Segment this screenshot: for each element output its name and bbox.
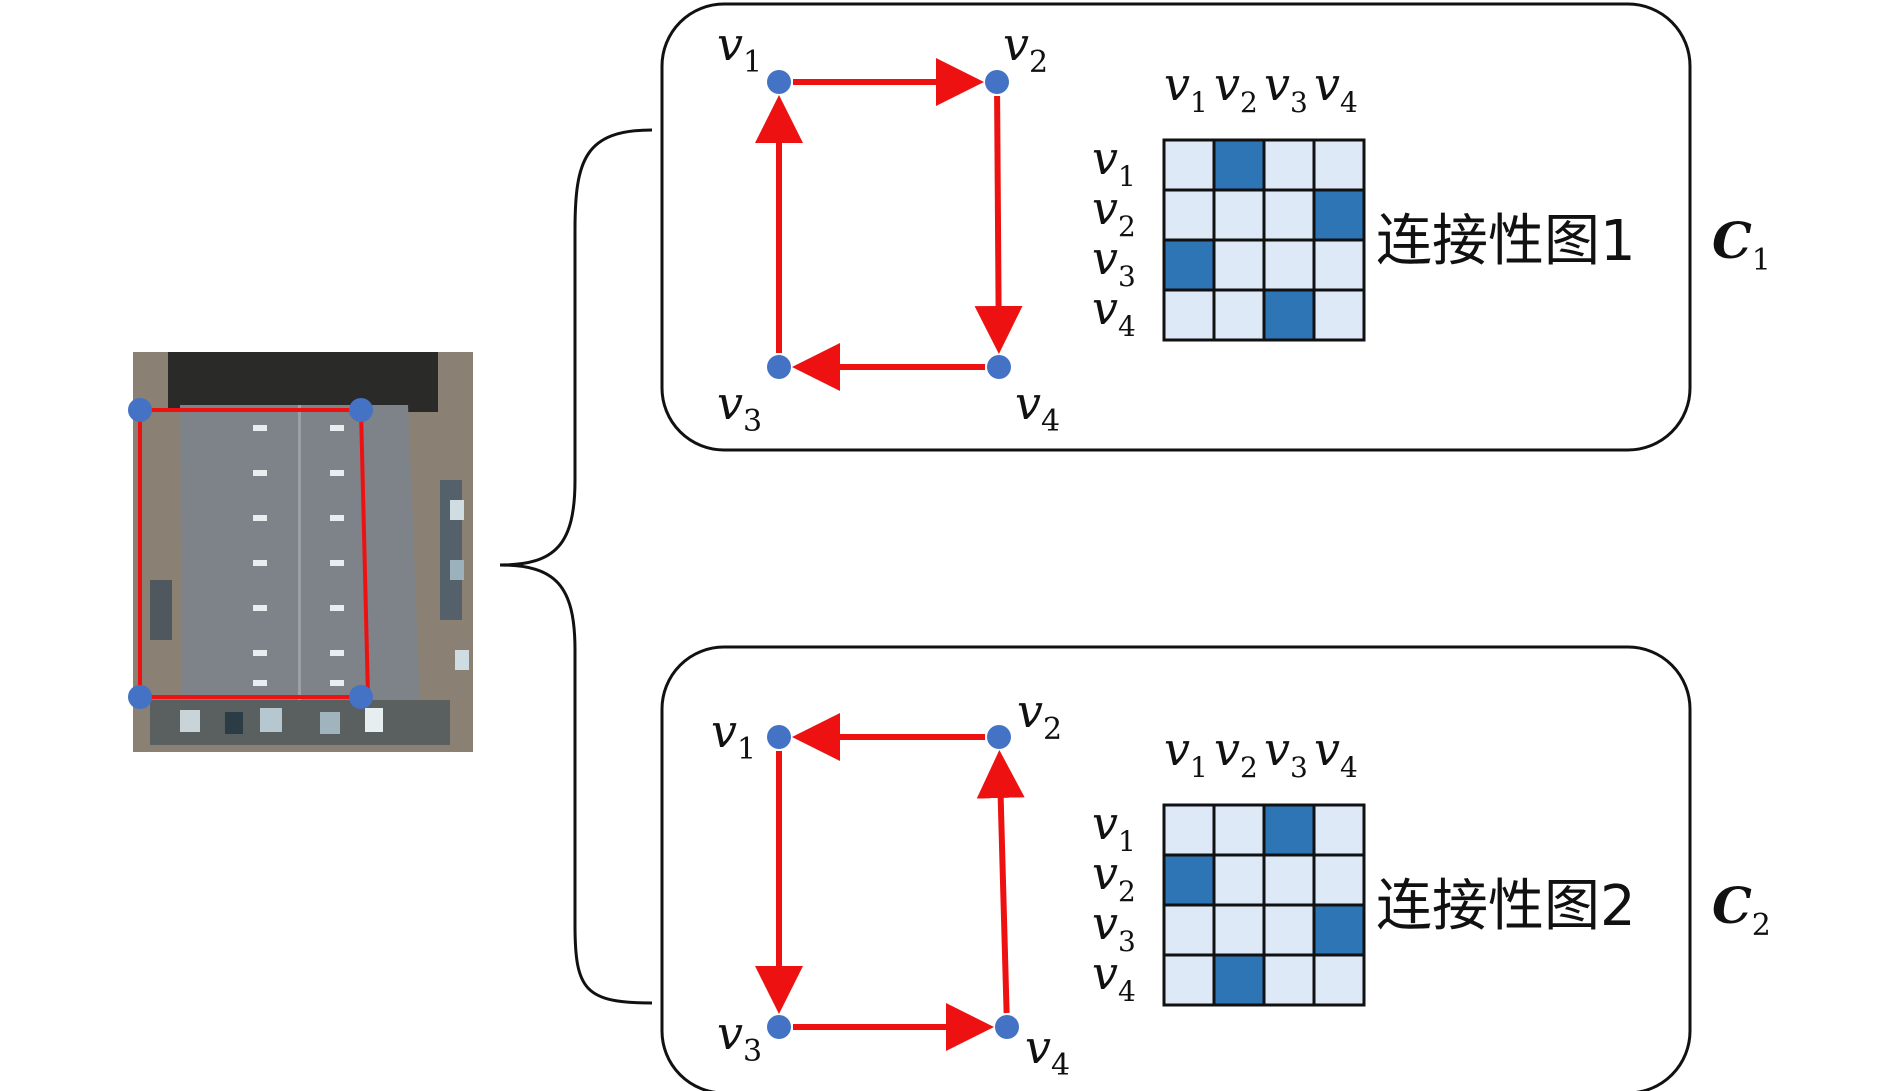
node-v1	[767, 725, 791, 749]
photo-corner-v1	[128, 398, 152, 422]
matrix-cell-1-1	[1162, 138, 1216, 192]
matrix-cell-1-3	[1262, 138, 1316, 192]
matrix-cell-1-4	[1312, 803, 1366, 857]
matrix-cell-3-3	[1262, 238, 1316, 292]
matrix-cell-4-4	[1312, 953, 1366, 1007]
matrix-cell-2-2	[1212, 853, 1266, 907]
roof-skylights	[253, 425, 344, 686]
matrix-cell-2-1	[1162, 853, 1216, 907]
graph-symbol: C2	[1712, 876, 1771, 943]
node-label-v3: v3	[717, 1006, 762, 1069]
matrix-cell-2-4	[1312, 853, 1366, 907]
photo-corner-v3	[128, 685, 152, 709]
matrix-cell-2-1	[1162, 188, 1216, 242]
matrix-col-label-v4: v4	[1314, 722, 1358, 784]
matrix-col-label-v1: v1	[1164, 722, 1208, 784]
matrix-row-label-v2: v2	[1092, 846, 1136, 908]
matrix-cell-1-2	[1212, 138, 1266, 192]
matrix-cell-4-1	[1162, 288, 1216, 342]
matrix-cell-4-2	[1212, 953, 1266, 1007]
photo-corner-v4	[349, 685, 373, 709]
matrix-col-label-v3: v3	[1264, 57, 1308, 119]
matrix-cell-1-3	[1262, 803, 1316, 857]
aerial-photo	[128, 352, 473, 752]
matrix-col-label-v4: v4	[1314, 57, 1358, 119]
matrix-cell-3-1	[1162, 238, 1216, 292]
node-label-v4: v4	[1015, 376, 1060, 439]
matrix-cell-2-2	[1212, 188, 1266, 242]
edge-v4-v2	[976, 749, 1025, 1014]
node-v1	[767, 70, 791, 94]
roof-seam	[298, 405, 301, 700]
parked-cars	[150, 480, 469, 745]
photo-shadow	[168, 352, 438, 412]
node-v2	[987, 725, 1011, 749]
matrix-row-label-v3: v3	[1092, 231, 1136, 293]
matrix-cell-3-3	[1262, 903, 1316, 957]
matrix-cell-2-3	[1262, 188, 1316, 242]
matrix-col-label-v1: v1	[1164, 57, 1208, 119]
node-v4	[995, 1015, 1019, 1039]
matrix-cell-4-1	[1162, 953, 1216, 1007]
graph-caption: 连接性图1	[1376, 209, 1636, 274]
matrix-cell-1-1	[1162, 803, 1216, 857]
panel-frame	[660, 2, 1692, 452]
matrix-cell-3-4	[1312, 238, 1366, 292]
matrix-row-label-v3: v3	[1092, 896, 1136, 958]
matrix-cell-2-4	[1312, 188, 1366, 242]
matrix-row-label-v4: v4	[1092, 946, 1136, 1008]
matrix-cell-1-2	[1212, 803, 1266, 857]
matrix-cell-1-4	[1312, 138, 1366, 192]
matrix-row-label-v1: v1	[1092, 131, 1136, 193]
matrix-cell-2-3	[1262, 853, 1316, 907]
matrix-cell-4-3	[1262, 953, 1316, 1007]
matrix-row-label-v1: v1	[1092, 796, 1136, 858]
matrix-cell-4-2	[1212, 288, 1266, 342]
node-label-v2: v2	[1003, 17, 1048, 80]
matrix-cell-3-1	[1162, 903, 1216, 957]
node-v2	[985, 70, 1009, 94]
curly-brace	[499, 128, 653, 1005]
matrix-cell-3-4	[1312, 903, 1366, 957]
panel-frame	[660, 645, 1692, 1091]
matrix-col-label-v3: v3	[1264, 722, 1308, 784]
graph-symbol: C1	[1712, 211, 1771, 278]
node-label-v4: v4	[1025, 1020, 1070, 1083]
node-v3	[767, 1015, 791, 1039]
matrix-cell-4-4	[1312, 288, 1366, 342]
matrix-row-label-v2: v2	[1092, 181, 1136, 243]
graph-caption: 连接性图2	[1376, 874, 1636, 939]
matrix-cell-3-2	[1212, 903, 1266, 957]
matrix-cell-3-2	[1212, 238, 1266, 292]
matrix-cell-4-3	[1262, 288, 1316, 342]
matrix-col-label-v2: v2	[1214, 722, 1258, 784]
photo-corner-v2	[349, 398, 373, 422]
matrix-col-label-v2: v2	[1214, 57, 1258, 119]
node-label-v2: v2	[1017, 684, 1062, 747]
node-v3	[767, 355, 791, 379]
node-v4	[987, 355, 1011, 379]
edge-v2-v4	[974, 95, 1023, 355]
matrix-row-label-v4: v4	[1092, 281, 1136, 343]
node-label-v1: v1	[717, 17, 762, 80]
node-label-v3: v3	[717, 376, 762, 439]
node-label-v1: v1	[711, 704, 756, 767]
